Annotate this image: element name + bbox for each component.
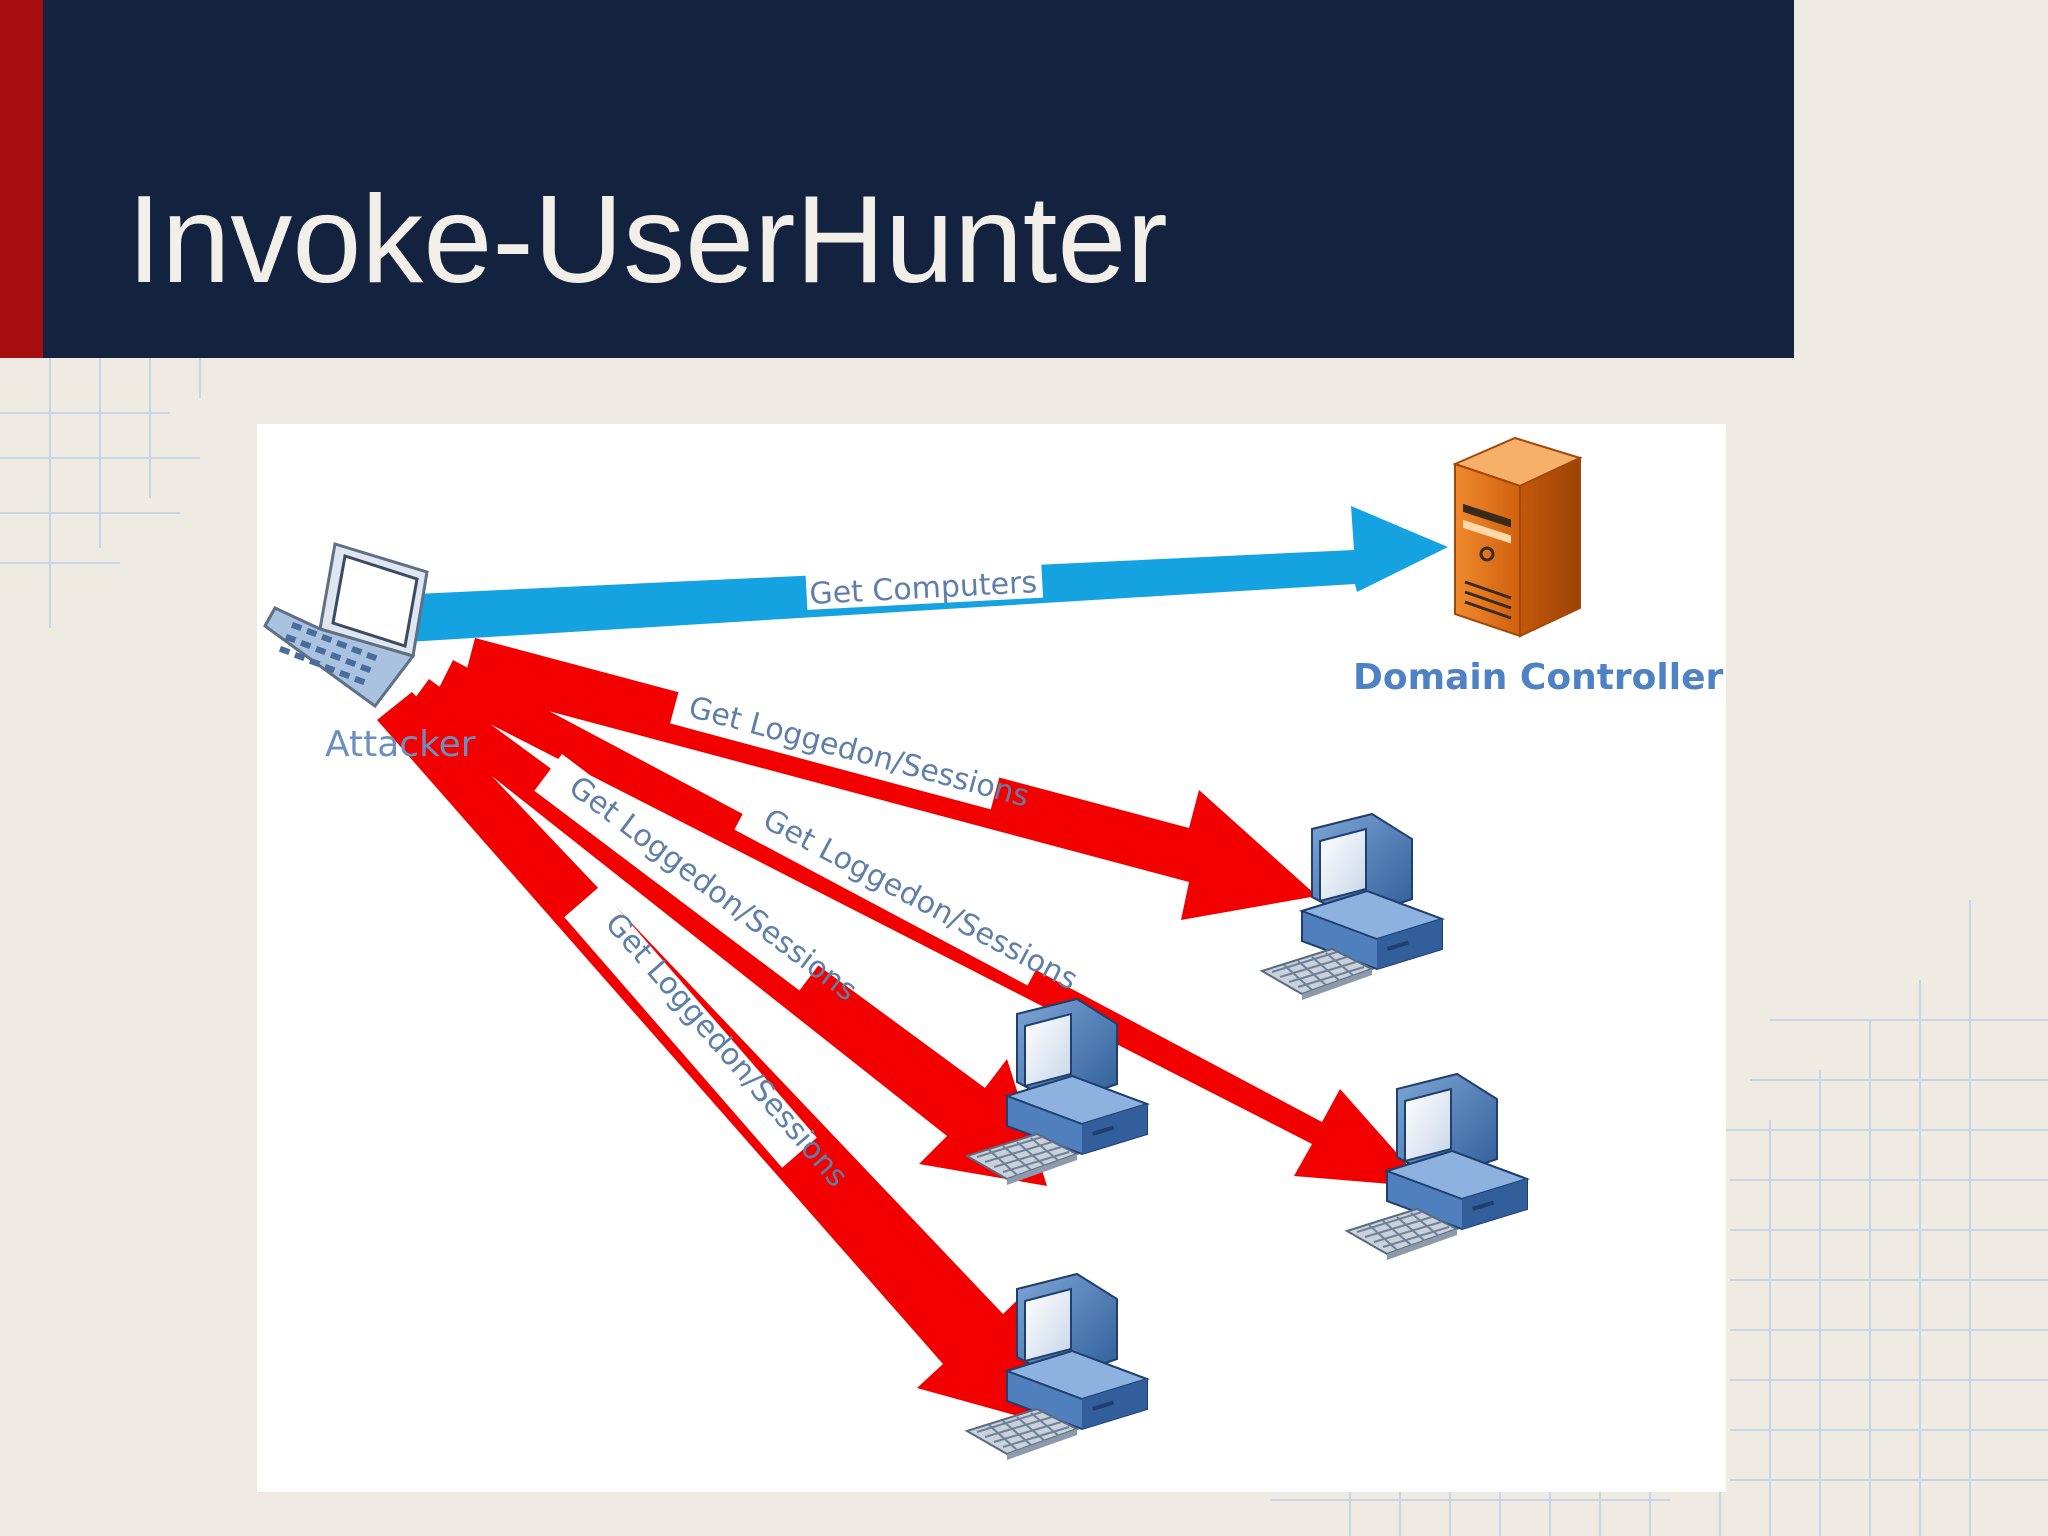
network-diagram: Get Computers Get Loggedon/Sessions Get … bbox=[263, 436, 1723, 1461]
accent-bar bbox=[0, 0, 43, 358]
desktop-computer-icon bbox=[1261, 813, 1443, 1001]
title-band bbox=[43, 0, 1794, 358]
domain-controller-label: Domain Controller bbox=[1353, 657, 1723, 698]
arrow-get-computers: Get Computers bbox=[372, 506, 1448, 644]
laptop-icon bbox=[263, 542, 429, 709]
slide-title: Invoke-UserHunter bbox=[127, 171, 1168, 309]
attacker-label: Attacker bbox=[325, 724, 476, 765]
grid-decoration-top-left bbox=[0, 358, 201, 628]
server-icon bbox=[1452, 436, 1583, 638]
diagram-panel: Get Computers Get Loggedon/Sessions Get … bbox=[257, 424, 1726, 1492]
